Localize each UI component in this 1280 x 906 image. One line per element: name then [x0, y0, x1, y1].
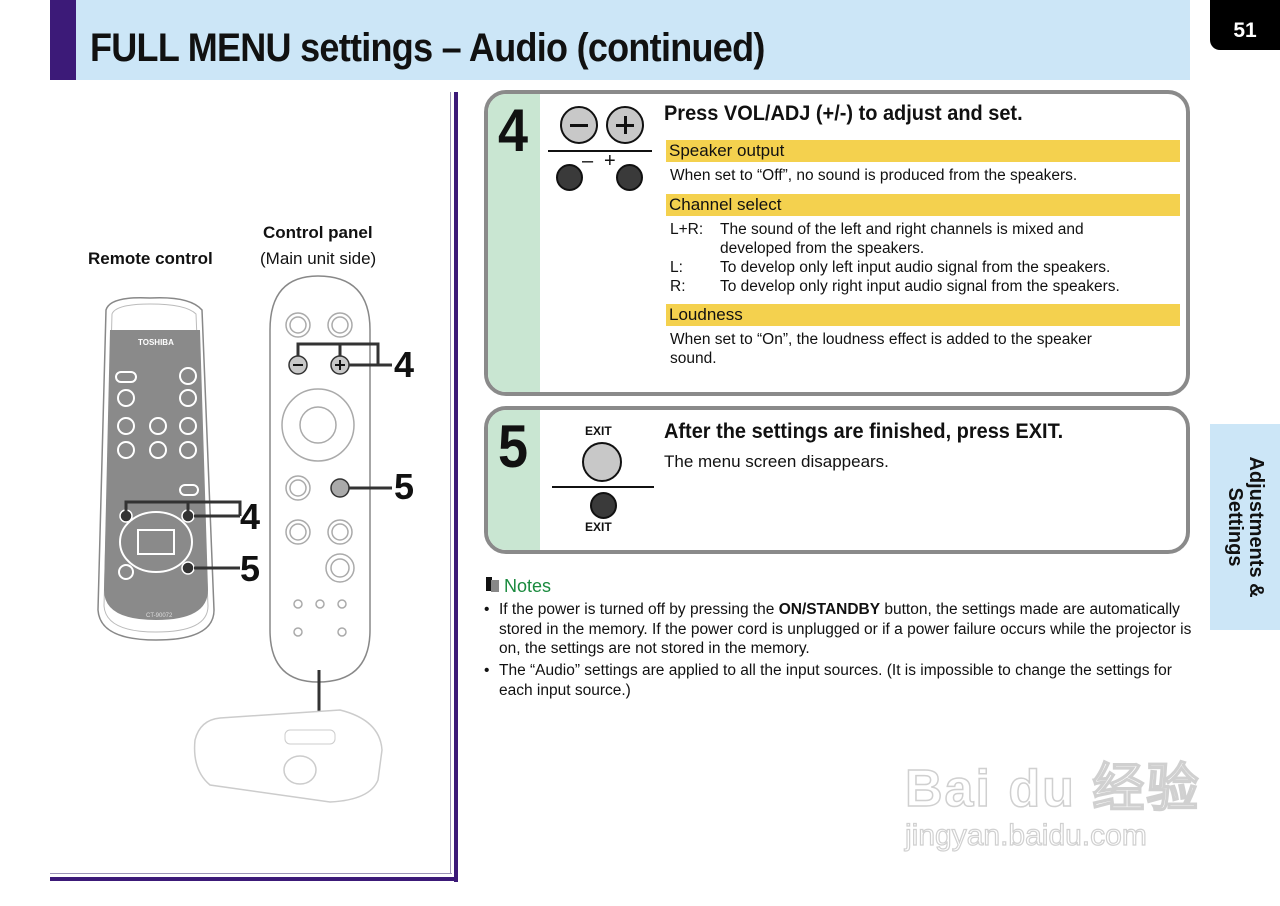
control-panel-exit-button-icon	[582, 442, 622, 482]
control-panel-plus-button-icon	[606, 106, 644, 144]
option-text: The sound of the left and right channels…	[720, 221, 1084, 238]
option-key: L:	[670, 259, 683, 276]
remote-callout-4: 4	[240, 496, 261, 537]
panel-callout-4: 4	[394, 344, 415, 385]
panel-border-line	[450, 92, 451, 874]
channel-option-l: L: To develop only left input audio signa…	[670, 258, 1110, 277]
option-text: developed from the speakers.	[720, 240, 925, 257]
note-text: button, the settings made are automatica…	[499, 601, 1192, 657]
panel-border-accent	[50, 877, 458, 881]
icon-divider	[548, 150, 652, 152]
control-panel-minus-button-icon	[560, 106, 598, 144]
step-5-panel: 5 EXIT EXIT After the settings are finis…	[484, 406, 1190, 554]
panel-callout-5: 5	[394, 466, 415, 507]
page-title: FULL MENU settings – Audio (continued)	[90, 26, 765, 70]
bullet: •	[484, 662, 490, 679]
side-tab-line-1: Adjustments &	[1245, 456, 1267, 598]
step-heading: Press VOL/ADJ (+/-) to adjust and set.	[664, 102, 1023, 125]
watermark: Bai du 经验 jingyan.baidu.com	[904, 712, 1201, 853]
watermark-url: jingyan.baidu.com	[904, 818, 1147, 852]
bullet: •	[484, 601, 490, 618]
option-key: R:	[670, 278, 686, 295]
step-number-band	[488, 94, 540, 392]
speaker-output-description: When set to “Off”, no sound is produced …	[670, 167, 1078, 184]
section-title-channel-select: Channel select	[666, 194, 1180, 216]
step-number-band	[488, 410, 540, 550]
control-panel-illustration	[269, 275, 392, 740]
icon-divider	[552, 486, 654, 488]
option-text: To develop only right input audio signal…	[720, 278, 1120, 295]
exit-label-top: EXIT	[585, 424, 612, 438]
watermark-logo: Bai du 经验	[904, 759, 1201, 819]
step-heading: After the settings are finished, press E…	[664, 420, 1064, 443]
remote-model: CT-90072	[146, 613, 173, 619]
step-subtext: The menu screen disappears.	[664, 452, 889, 471]
section-side-tab-label: Adjustments & Settings	[1224, 456, 1267, 598]
note-item: • If the power is turned off by pressing…	[484, 600, 1194, 659]
header-band	[50, 0, 1190, 80]
section-side-tab[interactable]	[1210, 424, 1280, 630]
side-tab-line-2: Settings	[1224, 487, 1246, 567]
control-panel-label: Control panel	[263, 223, 373, 242]
remote-exit-button-icon	[590, 492, 617, 519]
note-emphasis: ON/STANDBY	[778, 601, 881, 618]
remote-plus-button-icon	[616, 164, 643, 191]
section-title-speaker-output: Speaker output	[666, 140, 1180, 162]
exit-label-bottom: EXIT	[585, 520, 612, 534]
header-accent-bar	[50, 0, 76, 80]
note-text: The “Audio” settings are applied to all …	[499, 662, 1172, 699]
loudness-description-line-1: When set to “On”, the loudness effect is…	[670, 331, 1092, 348]
projector-illustration	[193, 709, 383, 803]
remote-brand: TOSHIBA	[138, 338, 174, 347]
remote-control-illustration	[97, 297, 242, 641]
channel-option-lr: L+R: The sound of the left and right chan…	[670, 220, 1084, 239]
channel-option-lr-continued: developed from the speakers.	[670, 239, 924, 258]
step-number: 4	[498, 97, 529, 164]
control-panel-sublabel: (Main unit side)	[260, 249, 377, 268]
panel-border-line	[50, 873, 452, 874]
remote-callout-5: 5	[240, 548, 261, 589]
remote-control-label: Remote control	[88, 249, 213, 268]
loudness-description-line-2: sound.	[670, 350, 717, 367]
step-number: 5	[498, 413, 529, 480]
step-4-panel: 4 – + Press VOL/ADJ (+/-) to adjust and …	[484, 90, 1190, 396]
panel-border-accent	[454, 92, 458, 882]
note-text: If the power is turned off by pressing t…	[499, 601, 779, 618]
minus-sign: –	[582, 150, 594, 172]
note-item: • The “Audio” settings are applied to al…	[484, 661, 1194, 700]
remote-minus-button-icon	[556, 164, 583, 191]
section-title-loudness: Loudness	[666, 304, 1180, 326]
plus-sign: +	[604, 150, 616, 172]
channel-option-r: R: To develop only right input audio sign…	[670, 277, 1120, 296]
notes-icon	[486, 577, 492, 591]
option-text: To develop only left input audio signal …	[720, 259, 1111, 276]
notes-icon-shadow	[491, 580, 499, 592]
page-number: 51	[1210, 0, 1280, 50]
notes-title: Notes	[504, 576, 552, 596]
option-key: L+R:	[670, 221, 704, 238]
